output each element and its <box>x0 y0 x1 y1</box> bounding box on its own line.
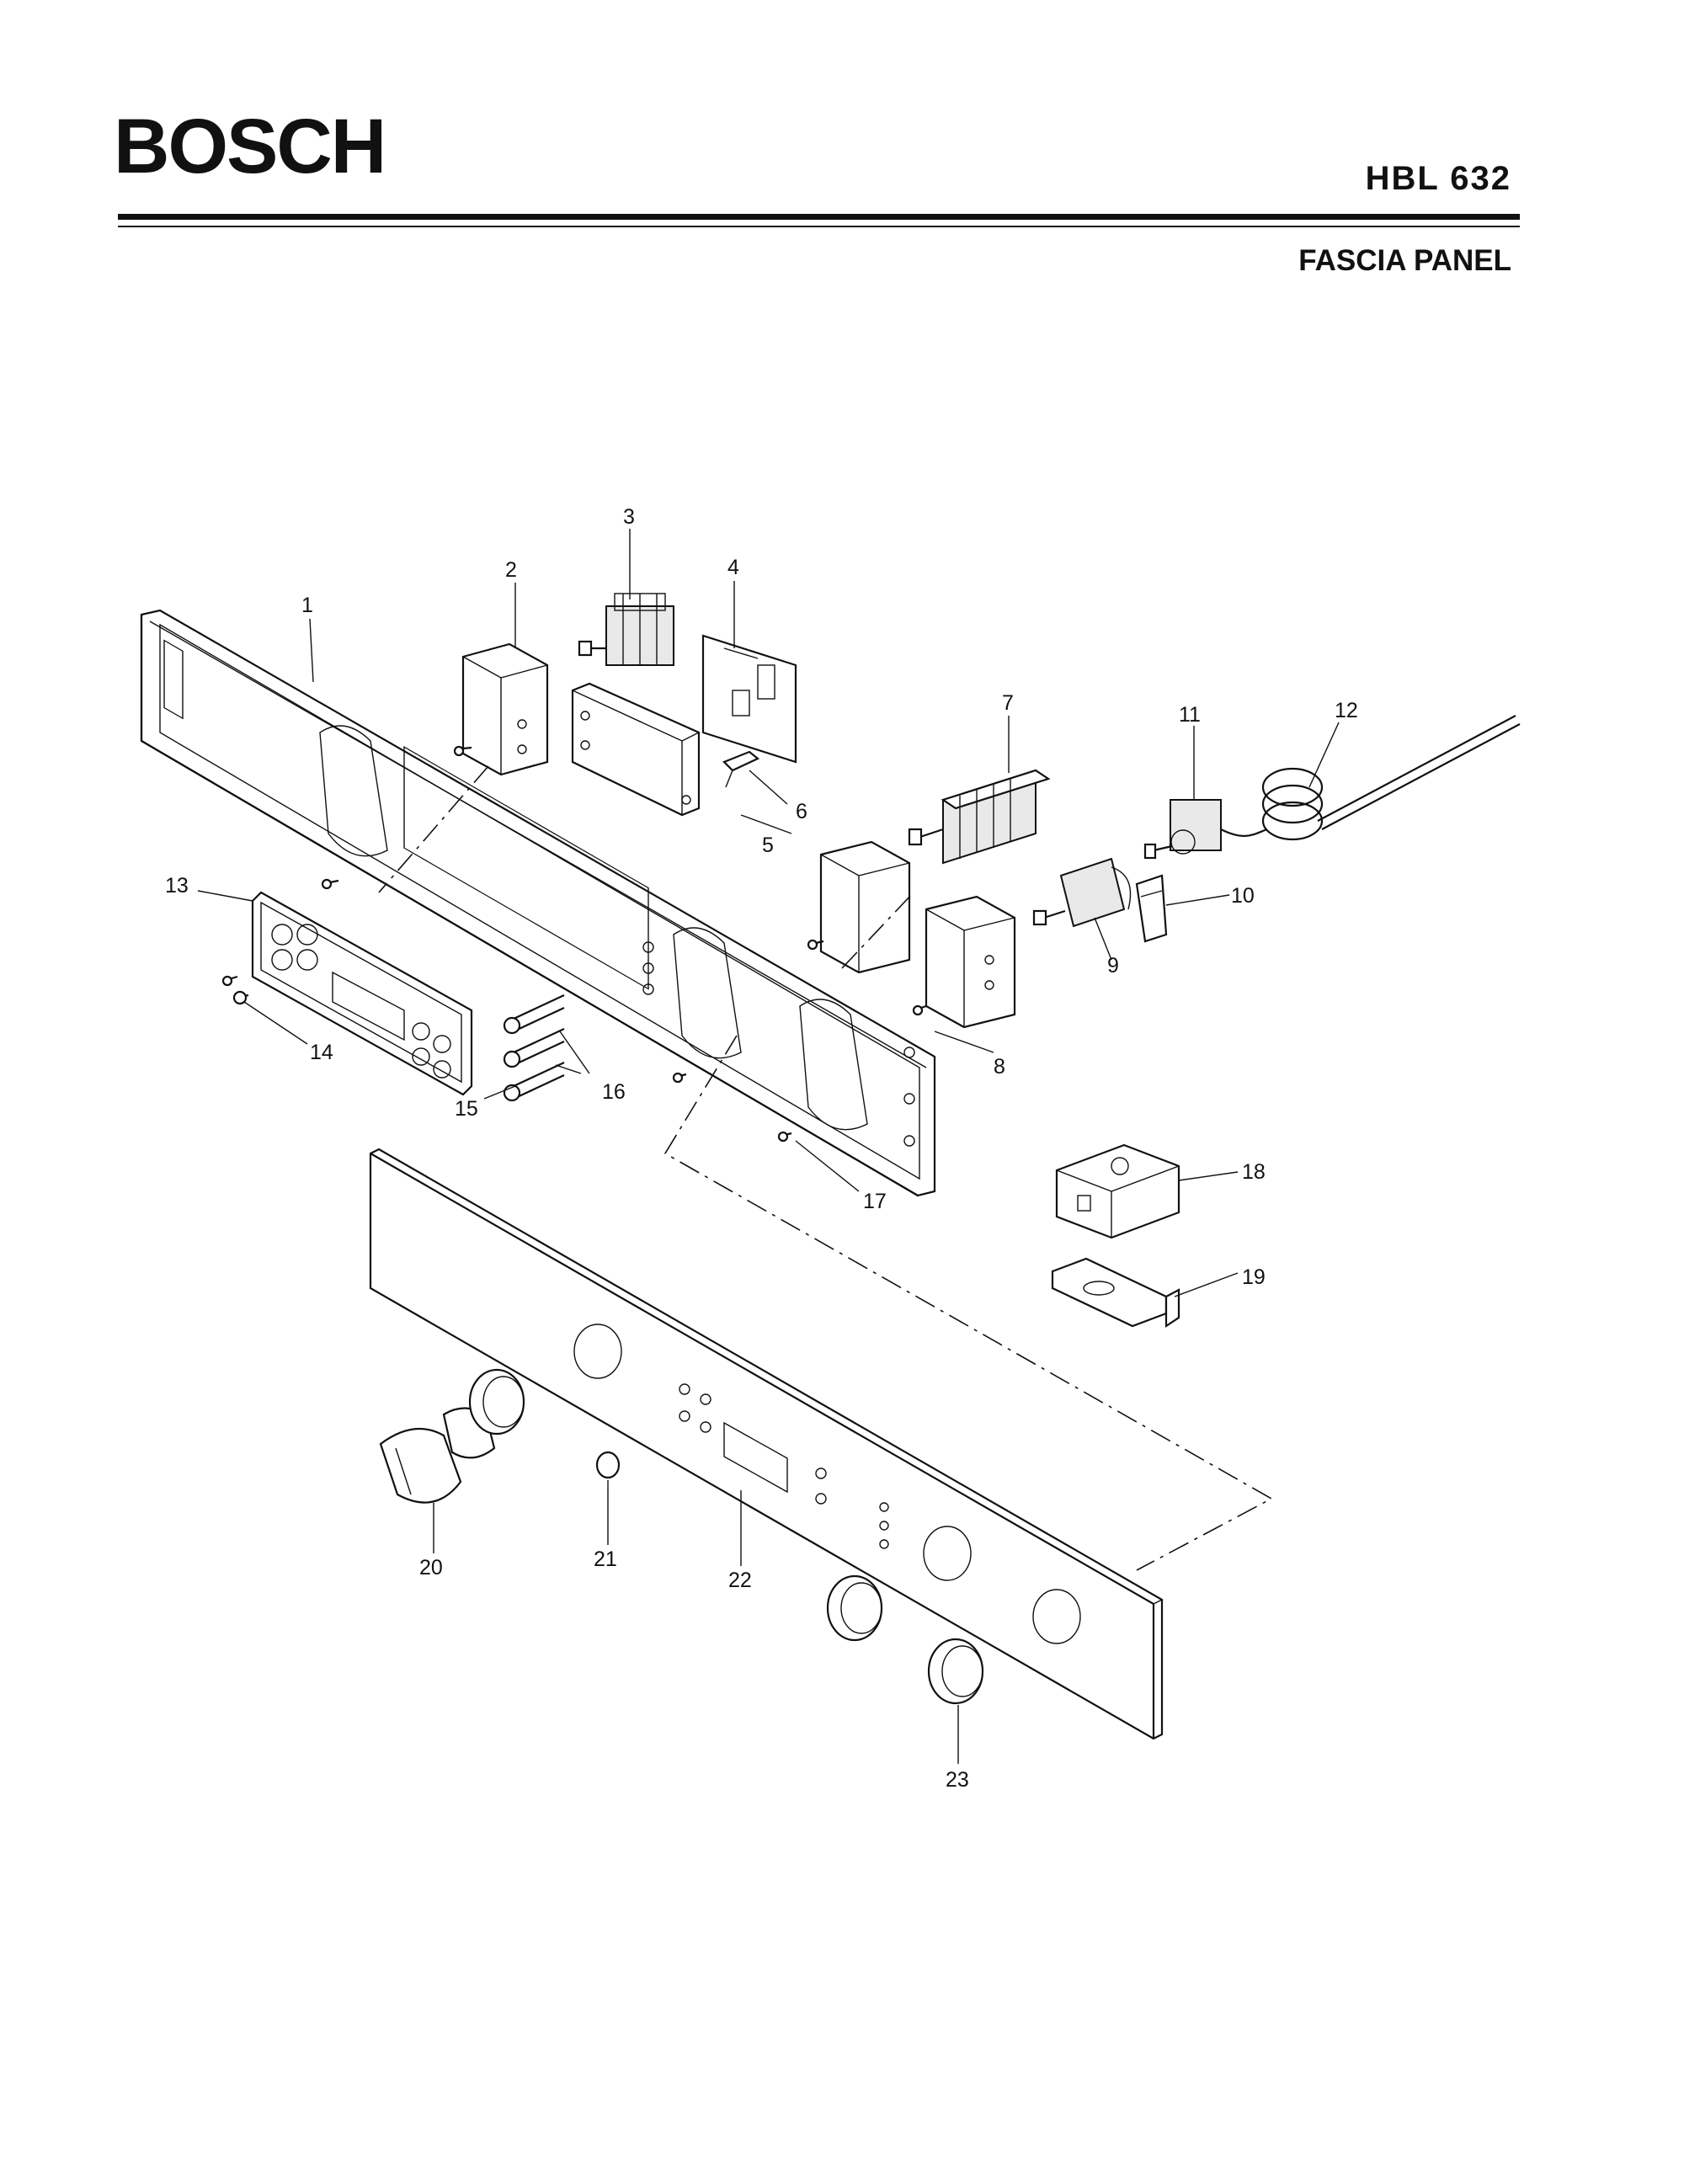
part-9-rotary-switch <box>1032 857 1132 928</box>
part-4-circuit-board <box>701 634 797 764</box>
callout-4: 4 <box>727 556 739 579</box>
callout-17: 17 <box>863 1190 887 1213</box>
part-13-timer-module <box>251 891 473 1096</box>
leader-lines <box>197 529 1340 1764</box>
part-6-connector <box>722 750 760 788</box>
alignment-lines <box>378 765 1273 1571</box>
part-1-fascia-frame <box>140 609 936 1197</box>
part-bracket-left <box>819 840 911 974</box>
part-3-rotary-switch <box>578 593 674 666</box>
part-11-thermostat <box>1143 799 1222 860</box>
callout-12: 12 <box>1335 699 1358 722</box>
callout-3: 3 <box>623 505 635 529</box>
part-23-bezel-rings <box>468 1368 984 1705</box>
part-22-front-panel <box>369 1148 1164 1740</box>
part-10-clip <box>1135 874 1168 943</box>
callout-19: 19 <box>1242 1265 1266 1289</box>
callout-18: 18 <box>1242 1160 1266 1184</box>
callout-5: 5 <box>762 834 774 857</box>
callout-21: 21 <box>594 1547 617 1571</box>
callout-8: 8 <box>994 1055 1005 1079</box>
callout-11: 11 <box>1179 703 1201 727</box>
part-5-mounting-bracket <box>571 682 701 817</box>
bosch-logo: BOSCH <box>114 104 386 189</box>
screws <box>221 745 927 1143</box>
part-19-mounting-plate <box>1051 1257 1180 1329</box>
part-8-bracket <box>925 895 1016 1029</box>
callout-labels: 1 2 3 4 5 6 7 8 9 10 11 12 13 14 15 16 1… <box>165 505 1358 1792</box>
section-title: FASCIA PANEL <box>1298 244 1511 277</box>
callout-2: 2 <box>505 558 517 582</box>
part-15-16-light-pipes <box>503 994 565 1102</box>
callout-7: 7 <box>1002 691 1014 715</box>
part-2-switch-bracket <box>461 642 549 776</box>
header-rule-thin <box>118 226 1520 227</box>
callout-6: 6 <box>796 800 807 823</box>
model-number: HBL 632 <box>1365 160 1511 197</box>
callout-15: 15 <box>455 1097 478 1121</box>
part-12-capillary-coil <box>1220 715 1521 841</box>
part-7-selector-switch <box>908 769 1051 865</box>
callout-20: 20 <box>419 1556 443 1579</box>
callout-9: 9 <box>1107 954 1119 977</box>
part-21-push-button <box>595 1451 621 1479</box>
callout-16: 16 <box>602 1080 626 1104</box>
callout-14: 14 <box>310 1041 333 1064</box>
callout-22: 22 <box>728 1569 752 1592</box>
callout-13: 13 <box>165 874 189 898</box>
part-18-relay <box>1055 1143 1180 1239</box>
callout-1: 1 <box>301 594 313 617</box>
callout-23: 23 <box>946 1768 969 1792</box>
callout-10: 10 <box>1231 884 1255 908</box>
header-rule-thick <box>118 214 1520 220</box>
